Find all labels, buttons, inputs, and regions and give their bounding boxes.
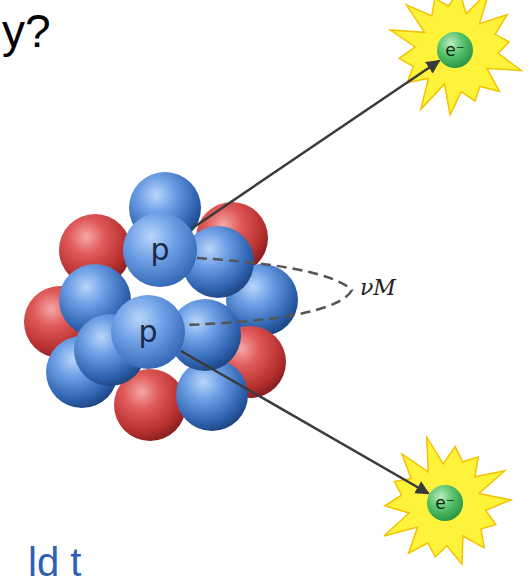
- particle-letter: p: [138, 317, 157, 347]
- emission-arrow: [191, 61, 439, 229]
- starburst: [390, 0, 521, 115]
- electron-symbol: e⁻: [445, 42, 464, 59]
- exchange-loop: [184, 258, 352, 325]
- text-fragment: ld t: [28, 540, 81, 584]
- particle-letter: p: [150, 235, 169, 265]
- starburst: [384, 437, 511, 564]
- electron-symbol: e⁻: [435, 495, 454, 512]
- electron-sphere: e⁻: [427, 485, 463, 521]
- proton-sphere: p: [111, 295, 185, 369]
- emission-arrow: [181, 351, 429, 494]
- title-fragment: y?: [2, 6, 51, 57]
- neutrino-label: νM: [360, 276, 396, 300]
- proton-sphere: p: [123, 213, 197, 287]
- electron-sphere: e⁻: [437, 32, 473, 68]
